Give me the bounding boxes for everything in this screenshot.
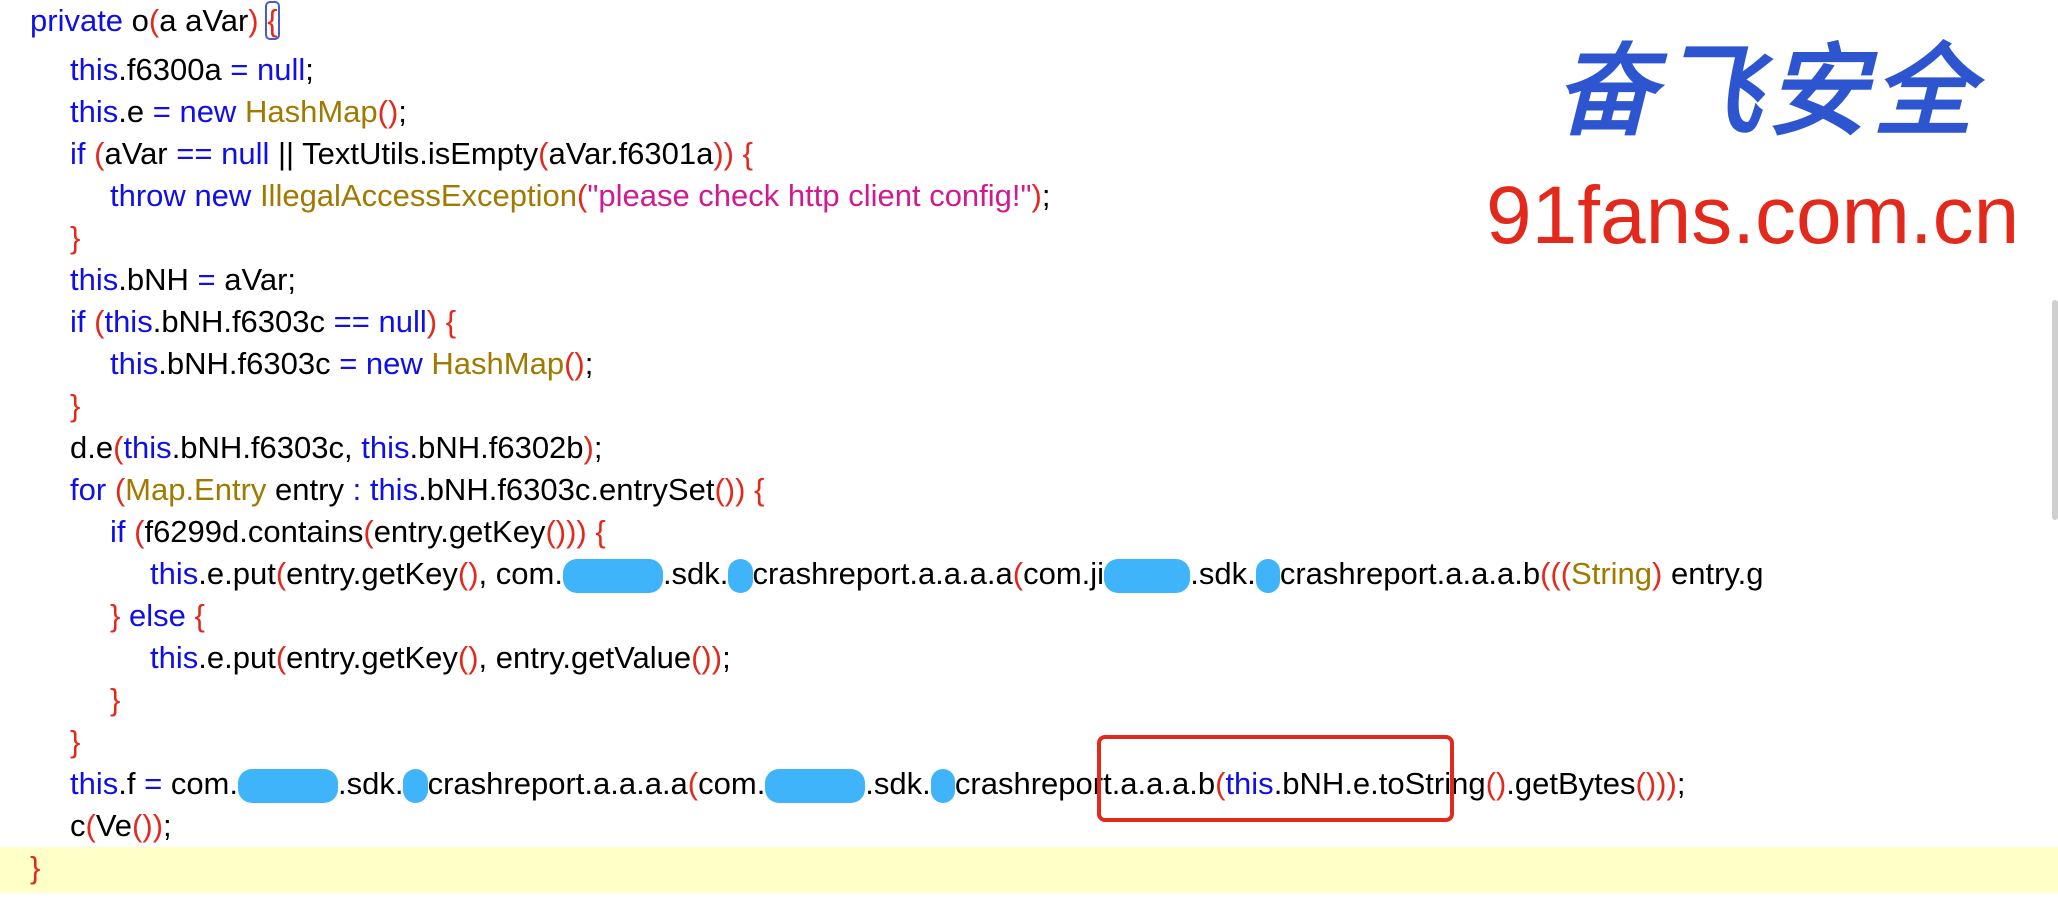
code-line: this.e = new HashMap(); — [70, 94, 407, 129]
code-line: this.bNH.f6303c = new HashMap(); — [110, 346, 594, 381]
redaction-mark: jiguang — [765, 769, 866, 803]
code-line: } — [70, 724, 81, 759]
code-line: this.f = com.jiguang.sdk.jdcrashreport.a… — [70, 766, 1686, 803]
redaction-mark: jd — [728, 559, 753, 593]
code-line: this.f6300a = null; — [70, 52, 314, 87]
code-line: if (this.bNH.f6303c == null) { — [70, 304, 457, 339]
code-line: d.e(this.bNH.f6303c, this.bNH.f6302b); — [70, 430, 603, 465]
redaction-mark: jiguang — [238, 769, 338, 803]
redaction-mark: jiguang — [562, 559, 663, 593]
code-line: this.bNH = aVar; — [70, 262, 297, 297]
code-line: } — [110, 682, 121, 717]
redaction-mark: jd — [930, 769, 955, 803]
code-line: } — [70, 220, 81, 255]
code-line: for (Map.Entry entry : this.bNH.f6303c.e… — [70, 472, 765, 507]
string-literal: "please check http client config!" — [587, 178, 1032, 213]
code-line: this.e.put(entry.getKey(), com.jiguang.s… — [150, 556, 1764, 593]
code-line: this.e.put(entry.getKey(), entry.getValu… — [150, 640, 731, 675]
redaction-mark: jd — [1255, 559, 1280, 593]
watermark-url: 91fans.com.cn — [1486, 170, 2020, 261]
code-line: if (f6299d.contains(entry.getKey())) { — [110, 514, 606, 549]
keyword: private — [30, 3, 124, 38]
vertical-scrollbar[interactable] — [2052, 300, 2058, 520]
code-line: } else { — [110, 598, 205, 633]
redaction-mark: jd — [403, 769, 428, 803]
code-line: } — [70, 388, 81, 423]
matched-brace: { — [265, 1, 280, 40]
code-line: if (aVar == null || TextUtils.isEmpty(aV… — [70, 136, 753, 171]
code-line: c(Ve()); — [70, 808, 172, 843]
current-line: } — [0, 847, 2058, 893]
redaction-mark: guang — [1104, 559, 1191, 593]
code-line: throw new IllegalAccessException("please… — [110, 178, 1051, 213]
code-line: private o(a aVar) { — [30, 1, 280, 40]
annotation-highlight-box — [1097, 735, 1454, 822]
watermark-chinese: 奋飞安全 — [1555, 32, 1979, 150]
